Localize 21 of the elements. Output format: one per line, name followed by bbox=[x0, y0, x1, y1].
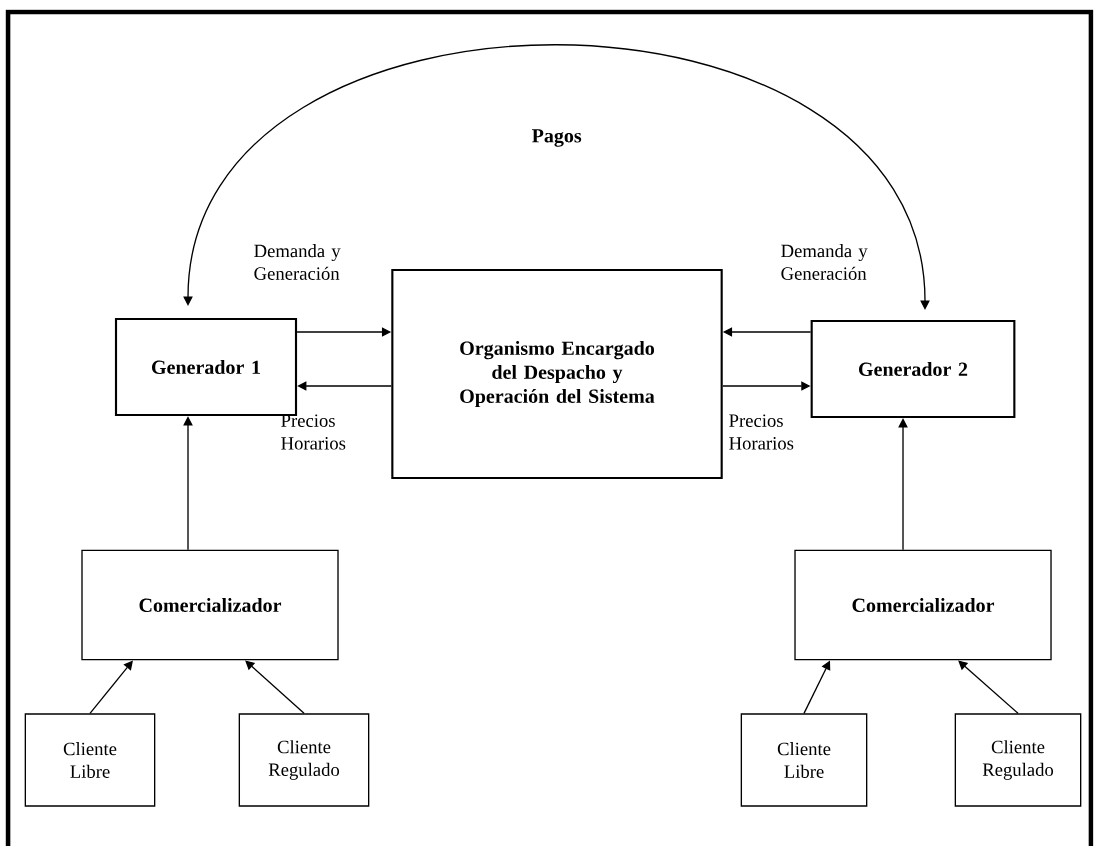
process-box: Generador 2 bbox=[810, 319, 1016, 419]
process-box: Organismo Encargado del Despacho y Operación del Sistema bbox=[391, 268, 723, 480]
process-box: Cliente Libre bbox=[24, 713, 156, 807]
process-box: Comercializador bbox=[794, 549, 1052, 661]
arrow bbox=[958, 660, 1019, 714]
process-box: Cliente Regulado bbox=[238, 713, 370, 807]
process-box: Generador 1 bbox=[114, 317, 298, 417]
arrow bbox=[297, 381, 392, 391]
edge-label: Precios Horarios bbox=[281, 414, 346, 450]
edge-label: Precios Horarios bbox=[729, 414, 794, 450]
edge-label: Pagos bbox=[532, 129, 582, 147]
arrow bbox=[898, 418, 908, 551]
edge-label: Demanda y Generación bbox=[781, 244, 868, 280]
process-box: Cliente Libre bbox=[740, 713, 868, 807]
arrow bbox=[89, 660, 133, 714]
arrow bbox=[245, 660, 305, 714]
process-box: Cliente Regulado bbox=[954, 713, 1082, 807]
edge-label: Demanda y Generación bbox=[254, 244, 341, 280]
arrow bbox=[183, 44, 930, 310]
process-box: Comercializador bbox=[81, 549, 339, 661]
arrow bbox=[183, 416, 193, 551]
